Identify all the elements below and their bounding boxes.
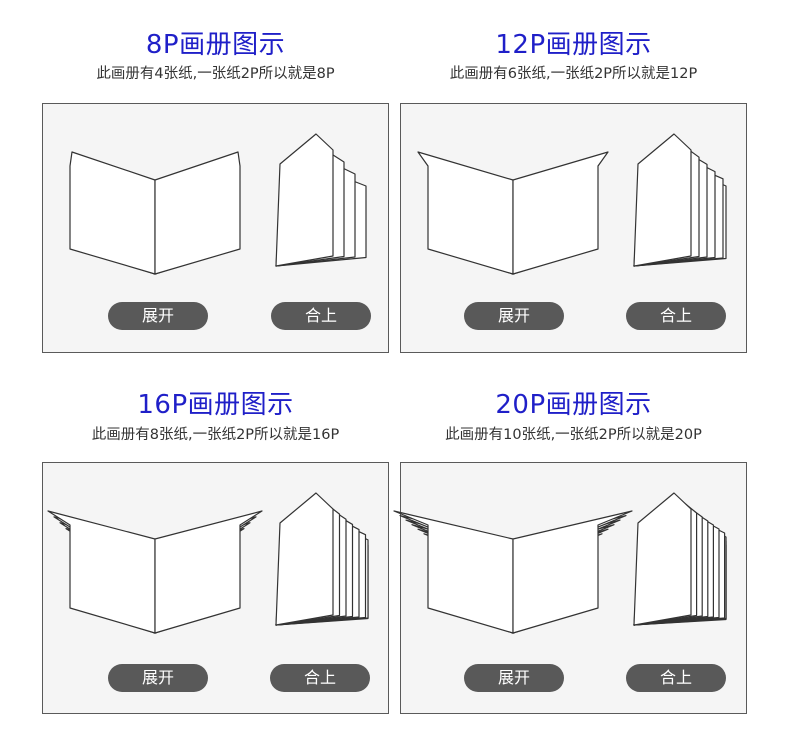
close-button[interactable]: 合上 xyxy=(270,664,370,692)
section-20p: 20P画册图示 此画册有10张纸,一张纸2P所以就是20P 展开 合上 xyxy=(393,362,747,722)
section-subtitle: 此画册有6张纸,一张纸2P所以就是12P xyxy=(449,66,698,82)
book-illustration xyxy=(393,492,727,634)
open-button[interactable]: 展开 xyxy=(464,302,564,330)
open-button[interactable]: 展开 xyxy=(108,302,208,330)
closed-page xyxy=(275,492,334,626)
open-page-left xyxy=(69,151,156,275)
section-title: 12P画册图示 xyxy=(495,30,652,60)
open-button[interactable]: 展开 xyxy=(108,664,208,692)
open-page-left xyxy=(393,510,514,634)
book-illustration xyxy=(47,492,369,634)
section-8p: 8P画册图示 此画册有4张纸,一张纸2P所以就是8P 展开 合上 xyxy=(42,0,389,360)
section-subtitle: 此画册有8张纸,一张纸2P所以就是16P xyxy=(91,427,340,443)
close-button[interactable]: 合上 xyxy=(626,302,726,330)
close-button[interactable]: 合上 xyxy=(626,664,726,692)
book-illustration xyxy=(69,133,367,275)
section-title: 8P画册图示 xyxy=(145,30,286,60)
illustration-panel: 展开 合上 xyxy=(400,103,747,353)
open-page-right xyxy=(154,151,241,275)
section-subtitle: 此画册有4张纸,一张纸2P所以就是8P xyxy=(96,66,335,82)
closed-page xyxy=(633,133,692,267)
illustration-panel: 展开 合上 xyxy=(42,103,389,353)
section-subtitle: 此画册有10张纸,一张纸2P所以就是20P xyxy=(445,427,702,443)
closed-page xyxy=(275,133,334,267)
open-page-left xyxy=(417,151,514,275)
open-page-right xyxy=(154,510,263,634)
closed-page xyxy=(633,492,692,626)
illustration-panel: 展开 合上 xyxy=(42,462,389,714)
illustration-panel: 展开 合上 xyxy=(393,462,747,714)
open-page-left xyxy=(47,510,156,634)
open-button[interactable]: 展开 xyxy=(464,664,564,692)
close-button[interactable]: 合上 xyxy=(271,302,371,330)
book-illustration xyxy=(417,133,727,275)
section-16p: 16P画册图示 此画册有8张纸,一张纸2P所以就是16P 展开 合上 xyxy=(42,362,389,722)
section-title: 16P画册图示 xyxy=(137,390,294,420)
section-title: 20P画册图示 xyxy=(495,390,652,420)
open-page-right xyxy=(512,151,609,275)
open-page-right xyxy=(512,510,633,634)
section-12p: 12P画册图示 此画册有6张纸,一张纸2P所以就是12P 展开 合上 xyxy=(400,0,747,360)
